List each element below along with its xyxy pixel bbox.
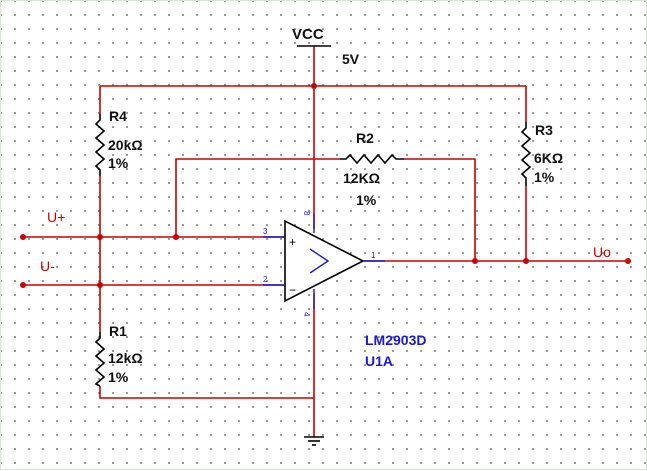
r4-value: 20kΩ: [108, 137, 143, 153]
r3-tolerance: 1%: [534, 169, 555, 185]
r4-name: R4: [109, 108, 127, 124]
opamp-minus-sign: −: [289, 283, 296, 297]
wire-feedback-left: [175, 158, 340, 237]
resistor-r3-icon[interactable]: [520, 122, 532, 186]
r2-labels: R2 12KΩ 1%: [343, 130, 380, 208]
uo-label: Uo: [593, 244, 611, 260]
vcc-label: VCC: [292, 26, 324, 43]
r1-value: 12kΩ: [108, 350, 143, 366]
wire-feedback-right: [404, 158, 476, 261]
junction-out-r3: [523, 258, 529, 264]
u-plus-label: U+: [47, 209, 65, 225]
opamp-triangle-icon: [284, 219, 365, 303]
r1-tolerance: 1%: [108, 369, 129, 385]
terminal-u-plus[interactable]: [20, 234, 26, 240]
resistor-r1-icon[interactable]: [94, 332, 106, 387]
r2-value: 12KΩ: [343, 170, 380, 186]
terminal-uo[interactable]: [625, 258, 631, 264]
wires: [23, 46, 628, 437]
resistor-r4-icon[interactable]: [94, 114, 106, 176]
r3-labels: R3 6KΩ 1%: [534, 122, 563, 185]
junction-feedback: [173, 234, 179, 240]
u-minus-label: U-: [40, 258, 55, 274]
terminal-u-minus[interactable]: [20, 282, 26, 288]
opamp-lm2903d[interactable]: + − 3 2 1 8 4: [263, 211, 385, 317]
r4-tolerance: 1%: [108, 155, 129, 171]
r3-name: R3: [535, 122, 553, 138]
opamp-ref-label: U1A: [365, 353, 393, 369]
r3-value: 6KΩ: [534, 150, 563, 166]
resistor-r2-icon[interactable]: [340, 153, 404, 165]
junction-out-r2: [472, 258, 478, 264]
pin8-number: 8: [302, 211, 311, 216]
vcc-symbol: VCC 5V: [292, 26, 360, 67]
r1-labels: R1 12kΩ 1%: [108, 323, 143, 385]
junction-vcc: [311, 83, 317, 89]
r2-tolerance: 1%: [356, 192, 377, 208]
r2-name: R2: [356, 130, 374, 146]
vcc-value: 5V: [342, 51, 360, 67]
junction-left-plus: [97, 234, 103, 240]
junction-left-minus: [97, 282, 103, 288]
wire-bottom-rail: [99, 386, 314, 399]
opamp-part-label: LM2903D: [365, 332, 426, 348]
pin2-number: 2: [263, 275, 268, 284]
opamp-plus-sign: +: [289, 235, 296, 249]
r4-labels: R4 20kΩ 1%: [108, 108, 143, 171]
ground-icon: [304, 436, 324, 446]
pin1-number: 1: [371, 251, 376, 260]
junctions: [20, 83, 631, 288]
pin3-number: 3: [263, 227, 268, 236]
pin4-number: 4: [302, 312, 311, 317]
r1-name: R1: [109, 323, 127, 339]
comparator-symbol-icon: [309, 248, 330, 274]
